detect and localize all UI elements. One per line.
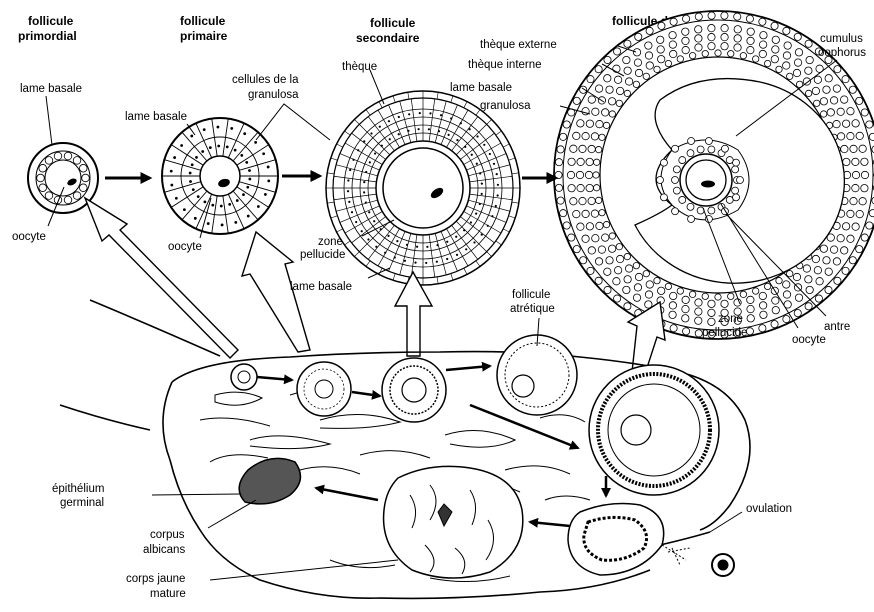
label-cumulus-line1: cumulus <box>820 33 863 45</box>
label-cellules-granulosa-line2: granulosa <box>248 89 299 101</box>
label-cumulus-line2: oophorus <box>818 47 866 59</box>
title-primordial-line1: follicule <box>28 14 74 28</box>
label-corpus-albicans-line2: albicans <box>143 544 185 556</box>
label-oocyte-primordial: oocyte <box>12 231 46 243</box>
label-lame-basale-primaire: lame basale <box>125 111 187 123</box>
title-secondaire-line2: secondaire <box>356 31 420 45</box>
label-corps-jaune-line1: corps jaune <box>126 573 185 585</box>
label-theque-externe: thèque externe <box>480 39 557 51</box>
title-primaire-line1: follicule <box>180 14 226 28</box>
secondary-follicle <box>326 91 520 285</box>
title-primaire-line2: primaire <box>180 29 228 43</box>
label-zone-pellucide-sec-line2: pellucide <box>300 249 345 261</box>
label-theque: thèque <box>342 61 377 73</box>
label-lame-basale-dg: lame basale <box>450 82 512 94</box>
title-secondaire-line1: follicule <box>370 16 416 30</box>
label-follicule-atretique-line2: atrétique <box>510 303 555 315</box>
label-zone-pellucide-sec-line1: zone <box>318 236 343 248</box>
de-graaf-follicle <box>554 11 874 339</box>
label-granulosa-dg: granulosa <box>480 100 531 112</box>
label-theque-interne: thèque interne <box>468 59 542 71</box>
label-epithelium-line1: épithélium <box>52 483 104 495</box>
label-corpus-albicans-line1: corpus <box>150 529 185 541</box>
titles: follicule primordial follicule primaire … <box>18 14 729 45</box>
label-lame-basale-sec: lame basale <box>290 281 352 293</box>
label-oocyte-primaire: oocyte <box>168 241 202 253</box>
label-zone-pellucide-dg-line1: zone <box>718 313 743 325</box>
label-ovulation: ovulation <box>746 503 792 515</box>
label-follicule-atretique-line1: follicule <box>512 289 550 301</box>
label-antre: antre <box>824 321 850 333</box>
label-corps-jaune-line2: mature <box>150 588 186 600</box>
label-epithelium-line2: germinal <box>60 497 104 509</box>
label-cellules-granulosa-line1: cellules de la <box>232 74 299 86</box>
label-zone-pellucide-dg-line2: pellucide <box>702 327 747 339</box>
title-primordial-line2: primordial <box>18 29 77 43</box>
label-oocyte-dg: oocyte <box>792 334 826 346</box>
primary-follicle <box>162 118 278 234</box>
ovary-follicles <box>231 335 734 578</box>
label-lame-basale-primordial: lame basale <box>20 83 82 95</box>
